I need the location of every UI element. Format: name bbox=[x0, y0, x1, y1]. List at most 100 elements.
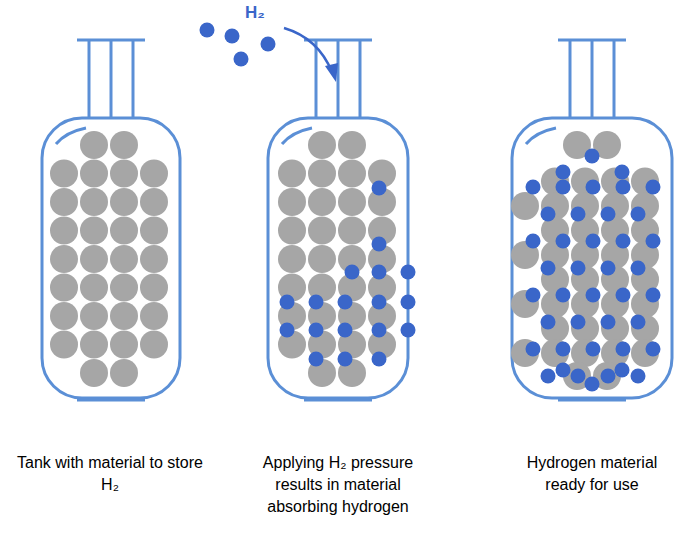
hydrogen-atom bbox=[401, 295, 416, 310]
hydrogen-atom bbox=[526, 234, 541, 249]
hydrogen-atom bbox=[338, 295, 353, 310]
material-particle bbox=[338, 217, 366, 245]
hydrogen-atom bbox=[372, 323, 387, 338]
material-particle bbox=[80, 131, 108, 159]
step-caption: Applying H₂ pressure results in material… bbox=[243, 452, 433, 518]
tank-neck bbox=[359, 40, 362, 122]
material-particle bbox=[140, 302, 168, 330]
tank-neck bbox=[315, 40, 318, 122]
arrow-head bbox=[325, 63, 338, 82]
hydrogen-atom bbox=[601, 315, 616, 330]
material-particle bbox=[571, 315, 599, 343]
hydrogen-atom bbox=[631, 315, 646, 330]
hydrogen-atom bbox=[372, 237, 387, 252]
material-particle bbox=[80, 217, 108, 245]
hydrogen-atom bbox=[280, 295, 295, 310]
hydrogen-atom bbox=[586, 234, 601, 249]
hydrogen-atom bbox=[601, 207, 616, 222]
material-particle bbox=[80, 245, 108, 273]
hydrogen-atom bbox=[526, 342, 541, 357]
material-particle bbox=[50, 302, 78, 330]
hydrogen-atom bbox=[401, 265, 416, 280]
hydrogen-atom bbox=[616, 234, 631, 249]
material-particle bbox=[80, 274, 108, 302]
hydrogen-atom bbox=[646, 180, 661, 195]
material-particle bbox=[50, 160, 78, 188]
hydrogen-atom bbox=[372, 352, 387, 367]
material-particle bbox=[338, 131, 366, 159]
material-particle bbox=[511, 192, 539, 220]
hydrogen-atom bbox=[571, 369, 586, 384]
hydrogen-atom bbox=[601, 369, 616, 384]
material-particle bbox=[80, 188, 108, 216]
material-particle bbox=[631, 315, 659, 343]
hydrogen-atom bbox=[615, 363, 630, 378]
material-particle bbox=[50, 331, 78, 359]
step-caption: Tank with material to store H₂ bbox=[10, 452, 210, 496]
tank-neck bbox=[110, 40, 113, 122]
material-particle bbox=[110, 188, 138, 216]
hydrogen-atom bbox=[616, 342, 631, 357]
hydrogen-atom bbox=[601, 261, 616, 276]
hydrogen-atom bbox=[401, 323, 416, 338]
hydrogen-atom bbox=[541, 207, 556, 222]
hydrogen-atom bbox=[631, 369, 646, 384]
hydrogen-atom bbox=[556, 165, 571, 180]
tank-body bbox=[512, 118, 672, 398]
material-particle bbox=[308, 188, 336, 216]
hydrogen-atom bbox=[526, 180, 541, 195]
hydrogen-atom bbox=[309, 352, 324, 367]
hydrogen-atom bbox=[586, 342, 601, 357]
material-particle bbox=[80, 302, 108, 330]
hydrogen-atom bbox=[541, 261, 556, 276]
tank-highlight bbox=[282, 128, 312, 144]
material-particle bbox=[338, 160, 366, 188]
step-caption: Hydrogen material ready for use bbox=[522, 452, 662, 496]
hydrogen-atom bbox=[526, 288, 541, 303]
material-particle bbox=[308, 217, 336, 245]
hydrogen-atom bbox=[225, 29, 240, 44]
material-particle bbox=[140, 188, 168, 216]
material-particle bbox=[50, 188, 78, 216]
hydrogen-atom bbox=[556, 234, 571, 249]
hydrogen-atom bbox=[234, 52, 249, 67]
hydrogen-atom bbox=[556, 342, 571, 357]
material-particle bbox=[80, 331, 108, 359]
gas-label: H₂ bbox=[235, 2, 275, 24]
material-particle bbox=[80, 359, 108, 387]
hydrogen-atom bbox=[556, 363, 571, 378]
hydrogen-atom bbox=[338, 323, 353, 338]
hydrogen-atom bbox=[309, 323, 324, 338]
hydrogen-atom bbox=[280, 323, 295, 338]
tank-highlight bbox=[526, 128, 556, 144]
tank-body bbox=[268, 118, 408, 398]
hydrogen-atom bbox=[646, 288, 661, 303]
hydrogen-atom bbox=[541, 315, 556, 330]
material-particle bbox=[110, 274, 138, 302]
hydrogen-atom bbox=[200, 23, 215, 38]
material-particle bbox=[80, 160, 108, 188]
material-particle bbox=[50, 245, 78, 273]
tank-neck bbox=[132, 40, 135, 122]
material-particle bbox=[278, 245, 306, 273]
hydrogen-atom bbox=[616, 288, 631, 303]
material-particle bbox=[338, 188, 366, 216]
hydrogen-atom bbox=[616, 180, 631, 195]
hydrogen-atom bbox=[586, 288, 601, 303]
hydrogen-atom bbox=[345, 265, 360, 280]
material-particle bbox=[140, 274, 168, 302]
hydrogen-atom bbox=[541, 369, 556, 384]
tank-flange bbox=[77, 399, 145, 402]
hydrogen-atom bbox=[631, 207, 646, 222]
material-particle bbox=[278, 188, 306, 216]
hydrogen-atom bbox=[585, 377, 600, 392]
material-particle bbox=[140, 160, 168, 188]
material-particle bbox=[140, 331, 168, 359]
hydrogen-atom bbox=[372, 295, 387, 310]
material-particle bbox=[110, 131, 138, 159]
tank-neck bbox=[613, 40, 616, 122]
material-particle bbox=[308, 245, 336, 273]
tank-neck bbox=[88, 40, 91, 122]
material-particle bbox=[140, 245, 168, 273]
